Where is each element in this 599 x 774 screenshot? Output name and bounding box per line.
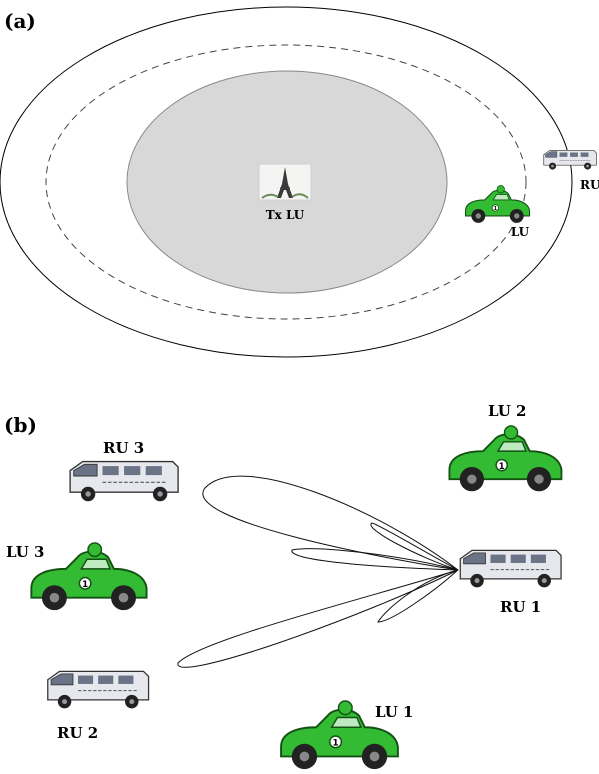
van-icon [69,460,179,502]
ru3-label: RU 3 [103,439,144,457]
lu3-label: LU 3 [6,543,44,561]
radiation-pattern [177,475,459,668]
race-car-icon [30,542,148,612]
ru2-label: RU 2 [57,724,98,742]
van-icon [543,149,597,171]
tx-lu-label: Tx LU [266,208,305,222]
left-side-lobe [291,548,459,571]
race-car-icon [464,185,531,224]
outer-ring [0,6,573,358]
panel-a-label: (a) [4,9,36,33]
lu2-label: LU 2 [488,402,526,420]
ru1-label: RU 1 [500,598,541,616]
lower-lobe [177,569,459,668]
main-lobe [202,475,459,571]
panel-b: (b) RU 3 LU 2 LU 3 RU 1 RU 2 LU 1 [4,402,563,771]
panel-a: (a) Tx LU LU RU [0,6,599,358]
minor-lobe [377,569,459,623]
ru-label: RU [580,178,599,192]
van-icon [47,670,150,710]
eiffel-tower-icon [258,163,312,201]
guard-zone-ring [45,44,527,320]
panel-b-label: (b) [4,413,37,437]
lu-label: LU [511,225,530,239]
race-car-icon [448,425,563,493]
lu1-label: LU 1 [375,703,413,721]
van-icon [459,549,562,588]
upper-side-lobe [370,522,459,571]
